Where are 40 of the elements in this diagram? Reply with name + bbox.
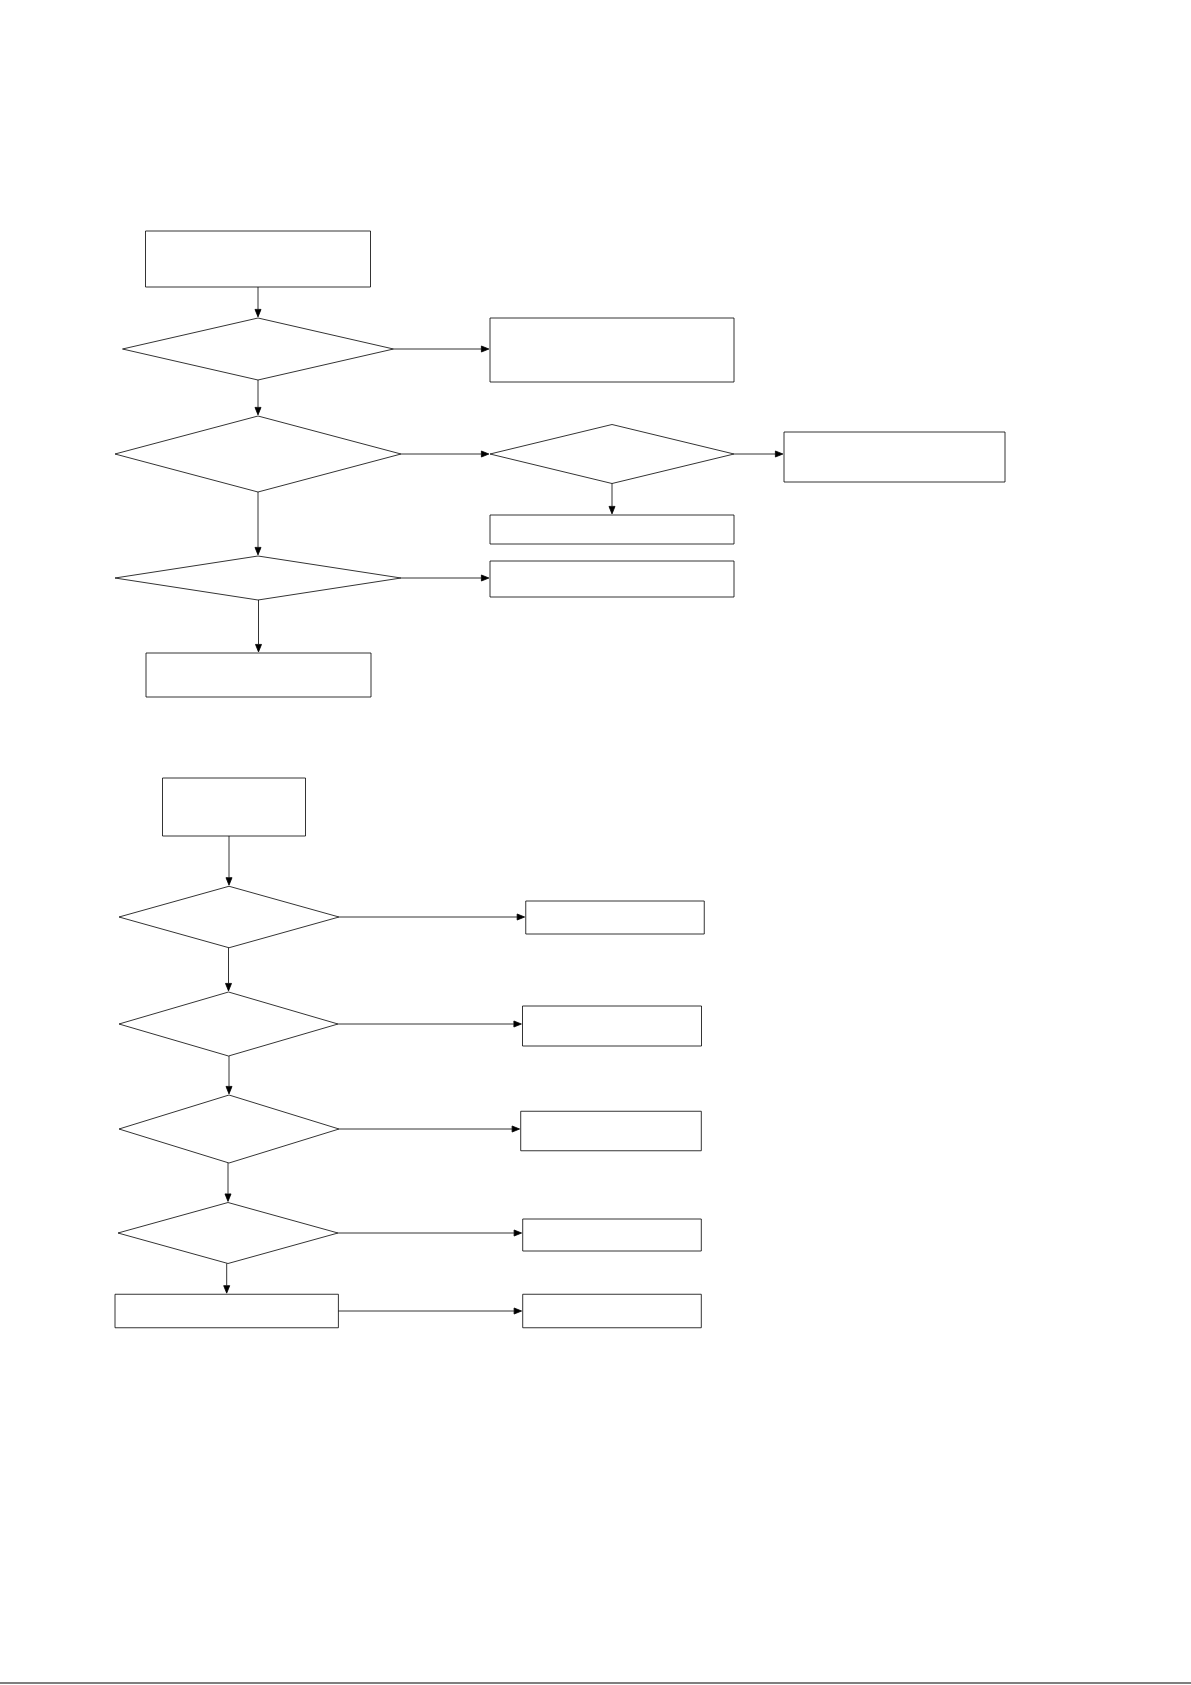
process-box	[525, 900, 705, 935]
decision-diamond	[114, 555, 402, 601]
decision-diamond	[118, 991, 339, 1057]
arrow	[337, 1229, 522, 1237]
process-box	[489, 560, 735, 598]
process-box	[162, 777, 306, 837]
process-box	[114, 1293, 339, 1329]
arrow	[224, 1162, 232, 1202]
arrow	[337, 1020, 522, 1028]
decision-diamond	[489, 424, 735, 484]
arrow	[254, 286, 262, 318]
arrow	[733, 450, 784, 458]
arrow	[254, 491, 262, 556]
arrow	[225, 835, 233, 886]
arrow	[338, 1125, 520, 1133]
process-box	[145, 230, 371, 288]
process-box	[489, 514, 735, 545]
decision-diamond	[117, 1202, 339, 1264]
process-box	[783, 431, 1006, 483]
arrow	[225, 947, 232, 992]
arrow	[255, 599, 262, 653]
arrow	[225, 1055, 233, 1095]
decision-diamond	[122, 317, 394, 381]
process-box	[145, 652, 372, 698]
arrow	[338, 1307, 522, 1315]
decision-diamond	[118, 1094, 340, 1164]
arrow	[400, 450, 490, 458]
process-box	[520, 1110, 702, 1152]
process-box	[522, 1293, 702, 1329]
process-box	[522, 1005, 702, 1047]
arrow	[393, 345, 490, 353]
arrow	[223, 1263, 231, 1294]
process-box	[522, 1218, 702, 1252]
decision-diamond	[114, 415, 402, 493]
process-box	[489, 317, 735, 383]
arrow	[608, 483, 616, 515]
arrow	[254, 379, 262, 416]
arrow	[400, 574, 490, 582]
decision-diamond	[118, 885, 340, 949]
arrow	[338, 913, 526, 921]
